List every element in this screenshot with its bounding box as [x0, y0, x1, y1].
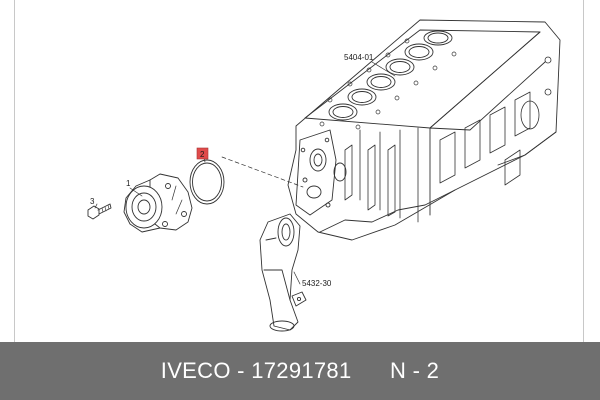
assembly-line-pump-to-block	[221, 156, 304, 188]
part-info-footer: IVECO - 17291781 N - 2	[0, 342, 600, 400]
label-gasket-highlight	[196, 147, 209, 160]
brand-name: IVECO	[160, 358, 231, 383]
cylinder-bores	[328, 30, 453, 121]
deck-bolt-holes	[319, 38, 457, 130]
elbow-pipe-top-flange	[277, 217, 295, 247]
elbow-pipe-top-opening	[281, 223, 291, 241]
water-pump-ribs	[171, 185, 183, 215]
water-pump-hub-mid	[131, 192, 157, 222]
label-engine-block: 5404-01	[344, 53, 374, 62]
water-pump-bolt-hole	[181, 211, 187, 217]
caption-separator: -	[230, 358, 252, 383]
exploded-parts-drawing: 5404-01 5432-30 1 3 2	[87, 19, 561, 332]
elbow-pipe-bracket-hole	[296, 296, 302, 302]
water-pump-bolt-hole	[165, 183, 171, 189]
part-caption: IVECO - 17291781 N - 2	[0, 342, 600, 400]
part-number: 17291781	[251, 358, 352, 383]
label-elbow-pipe: 5432-30	[302, 279, 332, 288]
water-pump-housing-side	[123, 179, 161, 233]
water-pump-bolt-hole	[162, 221, 168, 227]
label-gasket: 2	[200, 150, 205, 159]
engine-block-side-face	[429, 31, 546, 216]
water-pump-hub-outer	[125, 185, 163, 229]
elbow-pipe-body	[259, 213, 301, 331]
caption-gap	[352, 358, 390, 383]
engine-block-skirt	[319, 131, 557, 233]
gasket-ring	[189, 159, 225, 205]
leader-engine-block	[371, 61, 396, 77]
bolt	[87, 203, 112, 220]
elbow-pipe-outlet	[269, 320, 295, 332]
coolant-elbow-pipe	[259, 213, 307, 332]
engine-block-ribs	[344, 91, 531, 223]
elbow-pipe-bracket	[291, 291, 307, 307]
bolt-head	[87, 205, 100, 220]
drawing-frame	[14, 0, 584, 342]
diagram-position: N - 2	[390, 358, 440, 383]
label-water-pump: 1	[126, 179, 131, 188]
leader-bolt	[94, 203, 98, 209]
leader-lines	[94, 61, 396, 285]
bolt-thread	[101, 204, 110, 213]
water-pump	[123, 173, 193, 233]
engine-block-outline	[287, 19, 561, 241]
engine-block-front-face	[295, 129, 347, 216]
water-pump-hub-inner	[137, 199, 151, 215]
engine-block	[287, 19, 561, 241]
engine-block-rear-detail	[504, 56, 552, 186]
leader-water-pump	[129, 187, 143, 197]
label-bolt: 3	[90, 197, 95, 206]
leader-elbow-pipe	[293, 271, 301, 285]
elbow-pipe-contour	[263, 237, 291, 301]
